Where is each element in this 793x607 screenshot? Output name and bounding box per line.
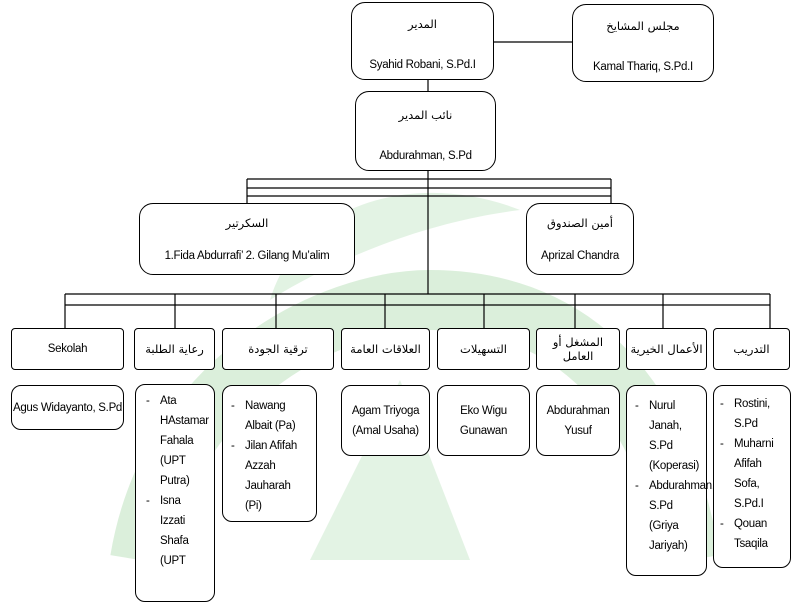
division-header: رعاية الطلبة [134,328,215,370]
division-header: التدريب [713,328,790,370]
treasurer-box: أمين الصندوق Aprizal Chandra [526,203,634,275]
member-name: Eko Wigu Gunawan [459,404,508,437]
member-name: Abdurahman, S.Pd (Griya Jariyah) [633,476,715,556]
treasurer-title: أمين الصندوق [547,216,613,230]
member-name: Agus Widayanto, S.Pd [12,401,123,414]
member-name: Nawang Albait (Pa) [229,396,310,436]
member-name: Ata HAstamar Fahala (UPT Putra) [144,391,210,491]
division-header: التسهيلات [437,328,530,370]
division-header: العلاقات العامة [341,328,430,370]
secretary-box: السكرتير 1.Fida Abdurrafi’ 2. Gilang Mu’… [139,203,355,275]
secretary-title: السكرتير [225,216,269,230]
council-name: Kamal Thariq, S.Pd.I [593,61,693,73]
vice-director-box: نائب المدير Abdurahman, S.Pd [355,91,496,171]
division-members-box: Abdurahman Yusuf [536,385,620,456]
division-members-box: Eko Wigu Gunawan [437,385,530,456]
division-members-box: Rostini, S.Pd Muharni Afifah Sofa, S.Pd.… [713,385,791,568]
division-members-box: Agam Triyoga (Amal Usaha) [341,385,430,456]
division-members-box: Ata HAstamar Fahala (UPT Putra) Isna Izz… [135,384,215,602]
member-name: Qouan Tsaqila [718,514,786,554]
secretary-name: 1.Fida Abdurrafi’ 2. Gilang Mu’alim [164,250,330,262]
division-title: التدريب [733,342,770,356]
member-name: Agam Triyoga (Amal Usaha) [351,404,420,437]
vice-director-title: نائب المدير [398,108,453,122]
division-members-box: Nurul Janah, S.Pd (Koperasi) Abdurahman,… [626,385,715,576]
council-box: مجلس المشايخ Kamal Thariq, S.Pd.I [572,4,714,82]
division-title: العلاقات العامة [350,342,421,356]
member-name: Jilan Afifah Azzah Jauharah (Pi) [229,436,310,516]
treasurer-name: Aprizal Chandra [541,250,619,262]
member-name: Nurul Janah, S.Pd (Koperasi) [633,396,702,476]
council-title: مجلس المشايخ [606,19,680,33]
division-header: الأعمال الخيرية [626,328,707,370]
division-header: المشغل أو العامل [536,328,620,370]
division-members-box: Nawang Albait (Pa) Jilan Afifah Azzah Ja… [222,385,317,522]
member-name: Abdurahman Yusuf [546,404,610,437]
division-members-box: Agus Widayanto, S.Pd [11,385,124,430]
member-name: Muharni Afifah Sofa, S.Pd.I [718,434,786,514]
division-title: التسهيلات [460,342,507,356]
member-name: Isna Izzati Shafa (UPT [144,491,210,571]
director-name: Syahid Robani, S.Pd.I [369,59,476,71]
director-box: المدير Syahid Robani, S.Pd.I [351,2,494,80]
division-title: رعاية الطلبة [145,342,204,356]
division-title: Sekolah [47,343,88,355]
division-header: Sekolah [11,328,124,370]
division-header: ترقية الجودة [222,328,334,370]
division-title: ترقية الجودة [248,342,308,356]
division-title: المشغل أو العامل [552,335,604,363]
vice-director-name: Abdurahman, S.Pd [379,150,472,162]
member-name: Rostini, S.Pd [718,394,786,434]
division-title: الأعمال الخيرية [630,342,703,356]
director-title: المدير [408,17,437,31]
